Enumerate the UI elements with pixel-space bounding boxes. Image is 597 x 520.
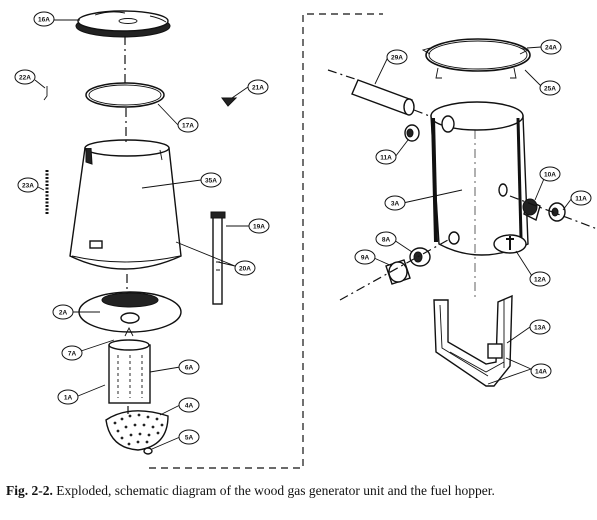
svg-text:11A: 11A [380, 155, 392, 162]
svg-text:7A: 7A [68, 351, 77, 358]
svg-text:12A: 12A [534, 277, 546, 284]
callout-1A: 1A [57, 389, 79, 405]
callout-2A: 2A [52, 304, 74, 320]
generator-body-3A [430, 101, 529, 256]
svg-text:25A: 25A [544, 86, 556, 93]
callout-20A: 20A [234, 260, 256, 276]
svg-text:8A: 8A [382, 237, 391, 244]
callout-12A: 12A [529, 271, 551, 287]
connection-frame [149, 13, 383, 469]
callout-16A: 16A [33, 11, 55, 27]
stand-13A [433, 294, 513, 387]
callout-11A-left: 11A [375, 149, 397, 165]
callout-13A: 13A [529, 319, 551, 335]
svg-text:23A: 23A [22, 183, 34, 190]
hopper-lid-16A [75, 10, 171, 38]
svg-text:6A: 6A [185, 365, 194, 372]
callout-10A: 10A [539, 166, 561, 182]
pin-22A [43, 86, 48, 101]
svg-text:24A: 24A [545, 45, 557, 52]
callout-17A: 17A [177, 117, 199, 133]
svg-text:1A: 1A [64, 395, 73, 402]
svg-text:35A: 35A [205, 178, 217, 185]
plug-10A [522, 198, 541, 222]
plug-axis-left [339, 239, 449, 301]
callout-22A: 22A [14, 69, 36, 85]
svg-text:3A: 3A [391, 201, 400, 208]
svg-text:9A: 9A [361, 255, 370, 262]
plug-11A-right [548, 202, 566, 222]
callout-24A: 24A [540, 39, 562, 55]
callout-8A: 8A [375, 231, 397, 247]
svg-text:13A: 13A [534, 325, 546, 332]
wedge-21A [221, 97, 238, 107]
callout-5A: 5A [178, 429, 200, 445]
callout-35A: 35A [200, 172, 222, 188]
svg-text:20A: 20A [239, 266, 251, 273]
callout-9A: 9A [354, 249, 376, 265]
svg-text:4A: 4A [185, 403, 194, 410]
plug-8A [409, 247, 431, 267]
clamp-ring-24A [421, 38, 531, 79]
callout-23A: 23A [17, 177, 39, 193]
plug-11A-left [404, 124, 420, 142]
svg-text:2A: 2A [59, 310, 68, 317]
svg-text:29A: 29A [391, 55, 403, 62]
figure-number: Fig. 2-2. [6, 483, 53, 498]
plug-axis-right [509, 195, 597, 230]
callout-6A: 6A [178, 359, 200, 375]
ash-bowl-4A [105, 410, 169, 455]
bracket-19A [210, 211, 226, 305]
callout-21A: 21A [247, 79, 269, 95]
svg-text:14A: 14A [535, 369, 547, 376]
plug-9A [385, 259, 411, 285]
callout-3A: 3A [384, 195, 406, 211]
svg-text:16A: 16A [38, 17, 50, 24]
callout-7A: 7A [61, 345, 83, 361]
callout-19A: 19A [248, 218, 270, 234]
nozzle-tube-1A [108, 326, 151, 404]
svg-text:10A: 10A [544, 172, 556, 179]
svg-text:5A: 5A [185, 435, 194, 442]
cone-shell-35A [69, 139, 182, 270]
callout-14A: 14A [530, 363, 552, 379]
ring-17A [85, 82, 165, 108]
callout-11A-right: 11A [570, 190, 592, 206]
callout-4A: 4A [178, 397, 200, 413]
svg-text:19A: 19A [253, 224, 265, 231]
callout-29A: 29A [386, 49, 408, 65]
svg-text:22A: 22A [19, 75, 31, 82]
callout-25A: 25A [539, 80, 561, 96]
svg-text:17A: 17A [182, 123, 194, 130]
figure-caption: Fig. 2-2. Exploded, schematic diagram of… [6, 482, 591, 499]
svg-text:11A: 11A [575, 196, 587, 203]
caption-text: Exploded, schematic diagram of the wood … [56, 483, 495, 498]
pipe-29A [327, 69, 441, 121]
svg-text:21A: 21A [252, 85, 264, 92]
